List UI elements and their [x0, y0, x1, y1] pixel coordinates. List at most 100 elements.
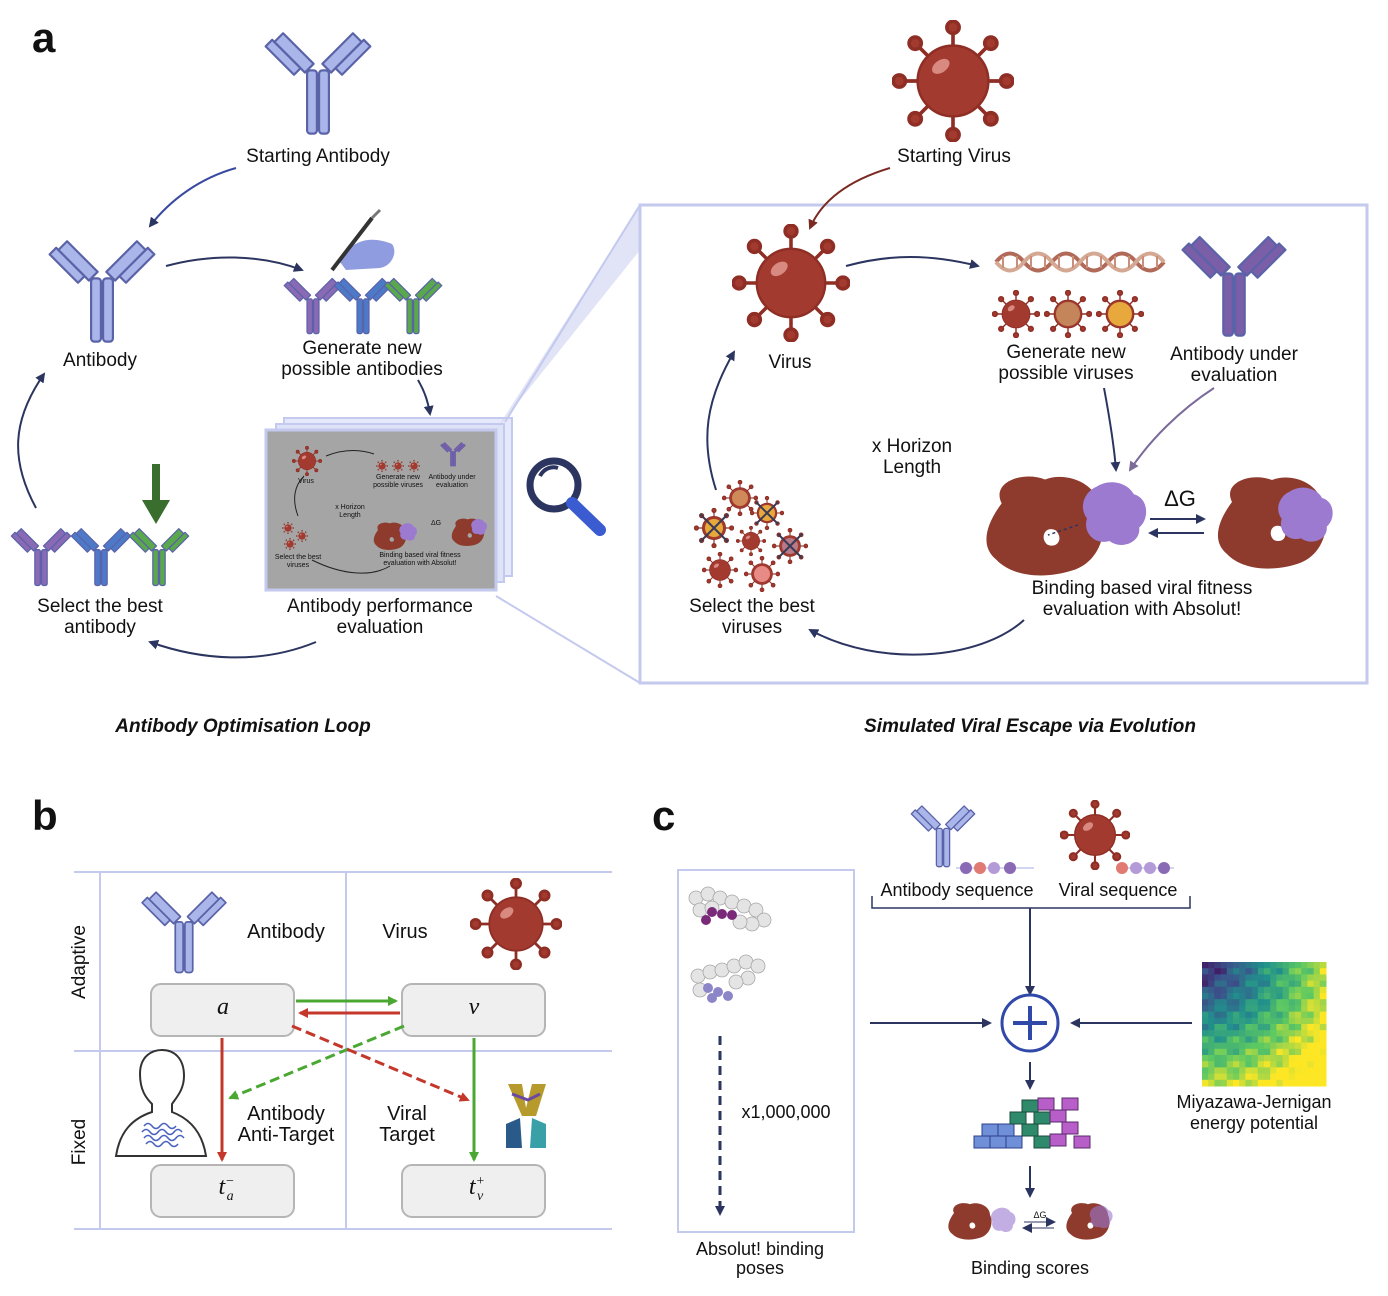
starting-virus-label: Starting Virus [897, 146, 1011, 167]
viral-escape-frame [638, 203, 1369, 685]
pose-image-1 [688, 886, 772, 932]
arrow-start-virus [808, 167, 891, 230]
node-ta-box [150, 1164, 295, 1218]
arrow-virus-to-generate [845, 256, 980, 269]
select-antibody-blue-icon [70, 528, 132, 587]
new-virus-red-icon [992, 290, 1040, 338]
node-tv-label: t+v [468, 1174, 485, 1204]
absolut-poses-frame [677, 869, 855, 1233]
arrow-eval-to-select [148, 640, 317, 659]
arrow-antibody-to-binding [1128, 387, 1215, 472]
antibody-icon [48, 240, 156, 343]
antibody-purple-icon [283, 277, 343, 335]
magnifier-icon [526, 457, 606, 536]
antibody-label: Antibody [63, 350, 137, 371]
arrow-start-to-antibody [148, 167, 237, 228]
antibody-sequence-beads [956, 862, 1034, 874]
adaptive-label: Adaptive [69, 925, 90, 999]
select-antibody-green-icon [128, 528, 190, 587]
bound-complex-antibody-icon [1278, 487, 1333, 542]
thumb-delta-g-label: ΔG [430, 520, 442, 527]
scores-complex-antibody-icon [1089, 1205, 1113, 1229]
multiplier-label: x1,000,000 [741, 1102, 831, 1122]
arrow-generate-to-binding [1103, 387, 1121, 472]
viral-protein-icon [986, 476, 1104, 576]
b-virus-icon [470, 878, 562, 970]
jax-logo-icon [973, 1097, 1091, 1149]
node-v-label: v [468, 994, 480, 1020]
panel-label-b: b [32, 792, 58, 839]
selection-arrow-icon [142, 464, 170, 524]
antibody-under-eval-icon [1181, 235, 1287, 337]
node-tv-box [401, 1164, 546, 1218]
binding-scores-label: Binding scores [970, 1258, 1090, 1278]
viral-sequence-beads [1116, 862, 1174, 874]
arrow-select-to-antibody [17, 372, 46, 509]
pen-hand-icon [330, 208, 395, 272]
scores-antibody-protein-icon [990, 1207, 1016, 1233]
performance-eval-thumbnail [264, 417, 513, 592]
arrow-binding-to-select [808, 619, 1025, 656]
edge-v-to-ta-dashed [228, 1024, 405, 1100]
fixed-label: Fixed [69, 1118, 90, 1166]
antibody-green-icon [383, 277, 443, 335]
starting-antibody-icon [264, 32, 372, 135]
human-bust-icon [114, 1048, 208, 1157]
caption-viral-escape: Simulated Viral Escape via Evolution [864, 716, 1196, 737]
antibody-sequence-label: Antibody sequence [880, 880, 1034, 900]
select-antibody-purple-icon [10, 528, 72, 587]
viral-sequence-label: Viral sequence [1058, 880, 1178, 900]
antibody-protein-icon [1082, 482, 1147, 545]
arrow-antibody-to-generate [165, 256, 304, 272]
selected-viruses-icon [694, 480, 808, 592]
node-a-label: a [217, 994, 229, 1020]
mj-heatmap [1202, 962, 1327, 1087]
c-virus-icon [1060, 800, 1130, 870]
antibody-blue-icon [333, 277, 393, 335]
scores-viral-protein-icon [948, 1203, 992, 1240]
delta-g-label: ΔG [1164, 486, 1196, 511]
binding-dashed-line [1047, 524, 1079, 536]
b-antibody-icon [141, 891, 227, 974]
thumb-virus-label: Virus [298, 478, 314, 485]
arrow-select-to-virus [706, 350, 736, 491]
plus-icon [1000, 993, 1060, 1053]
zoom-line-bottom [495, 595, 641, 684]
c-antibody-icon [910, 805, 976, 868]
virus-label: Virus [768, 352, 812, 373]
caption-antibody-loop: Antibody Optimisation Loop [115, 716, 371, 737]
scores-delta-g-label: ΔG [1033, 1210, 1047, 1220]
b-antibody-label: Antibody [247, 921, 325, 943]
viral-target-icon [506, 1084, 546, 1148]
edge-a-to-tv-dashed [291, 1024, 470, 1102]
virus-icon [732, 224, 850, 342]
zoom-line-top [504, 204, 641, 423]
node-a-box [150, 983, 295, 1037]
panel-label-a: a [32, 14, 56, 61]
pose-image-2 [690, 954, 766, 1003]
b-virus-label: Virus [382, 921, 428, 943]
new-virus-yellow-icon [1096, 290, 1144, 338]
node-ta-label: t−a [218, 1174, 235, 1204]
new-virus-tan-icon [1044, 290, 1092, 338]
panel-label-c: c [652, 792, 676, 839]
starting-virus-icon [892, 20, 1014, 142]
starting-antibody-label: Starting Antibody [246, 146, 390, 167]
dna-icon [994, 251, 1166, 273]
